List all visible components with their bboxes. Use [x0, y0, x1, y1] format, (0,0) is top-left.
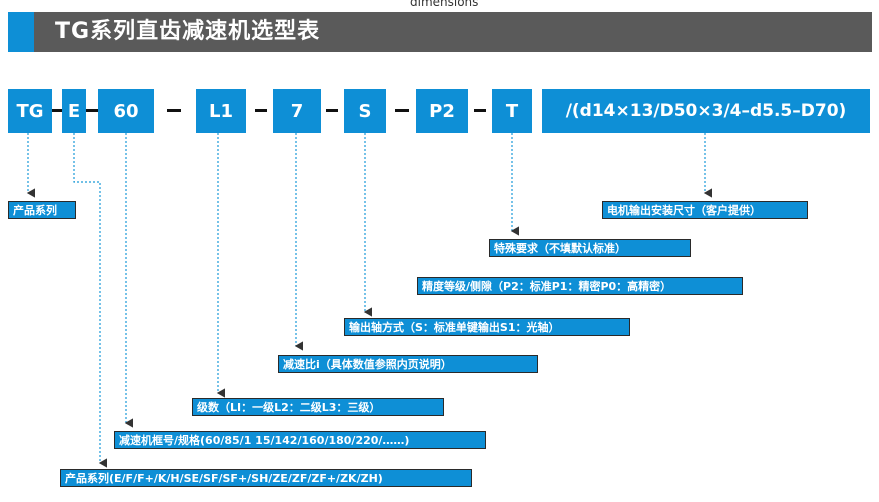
code-box-p2: P2	[416, 89, 468, 133]
code-box-motor: /(d14×13/D50×3/4–d5.5–D70)	[542, 89, 870, 133]
separator-dash	[395, 109, 409, 112]
label-precision: 精度等级/侧隙（P2：标准P1：精密P0：高精密）	[417, 277, 743, 295]
label-stages: 级数（LI：一级L2：二级L3：三级）	[192, 398, 444, 416]
label-frame-size: 减速机框号/规格(60/85/1 15/142/160/180/220/……)	[114, 431, 486, 449]
separator-dash	[255, 109, 267, 112]
label-output-shaft: 输出轴方式（S：标准单键输出S1：光轴）	[344, 318, 630, 336]
code-box-ratio: 7	[273, 89, 321, 133]
page-title: TG系列直齿减速机选型表	[55, 19, 321, 44]
label-product-series: 产品系列	[8, 201, 76, 219]
label-special-req: 特殊要求（不填默认标准）	[489, 239, 691, 257]
separator-dash	[326, 109, 338, 112]
label-ratio: 减速比i（具体数值参照内页说明）	[278, 355, 538, 373]
code-box-t: T	[492, 89, 532, 133]
label-series-list: 产品系列(E/F/F+/K/H/SE/SF/SF+/SH/ZE/ZF/ZF+/Z…	[60, 469, 472, 487]
title-accent	[8, 12, 34, 52]
code-box-e: E	[62, 89, 86, 133]
label-motor-dims: 电机输出安装尺寸（客户提供）	[602, 201, 808, 219]
code-box-s: S	[344, 89, 386, 133]
code-box-l1: L1	[196, 89, 246, 133]
top-caption: dimensions	[410, 0, 479, 9]
separator-dash	[52, 109, 62, 112]
separator-dash	[474, 109, 486, 112]
code-box-tg: TG	[8, 89, 52, 133]
title-bar	[8, 12, 872, 52]
separator-dash	[167, 109, 181, 112]
code-box-size: 60	[98, 89, 154, 133]
separator-dash	[86, 109, 98, 112]
